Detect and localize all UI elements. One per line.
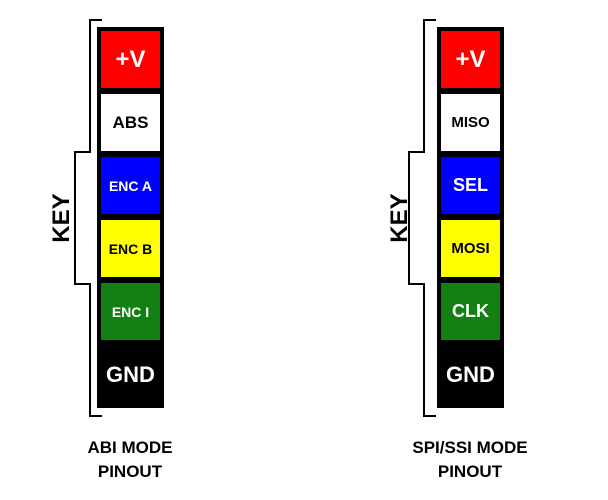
mode-title-spi: SPI/SSI MODE PINOUT: [380, 436, 560, 484]
pin-abi-vplus: +V: [101, 31, 160, 88]
pin-abi-gnd: GND: [101, 346, 160, 403]
mode-title-spi-line2: PINOUT: [437, 462, 503, 481]
connector-strip-spi: +V MISO SEL MOSI CLK GND: [437, 27, 504, 408]
pin-abi-enc-a: ENC A: [101, 157, 160, 214]
pin-abi-enc-i: ENC I: [101, 283, 160, 340]
mode-title-abi-line2: PINOUT: [97, 462, 163, 481]
mode-title-abi: ABI MODE PINOUT: [50, 436, 210, 484]
connector-strip-abi: +V ABS ENC A ENC B ENC I GND: [97, 27, 164, 408]
key-label-spi: KEY: [386, 193, 413, 243]
pin-spi-gnd: GND: [441, 346, 500, 403]
pin-spi-sel: SEL: [441, 157, 500, 214]
key-bracket-spi: [408, 19, 436, 417]
pin-abi-abs: ABS: [101, 94, 160, 151]
pin-abi-enc-b: ENC B: [101, 220, 160, 277]
key-label-abi: KEY: [48, 193, 75, 243]
pin-spi-clk: CLK: [441, 283, 500, 340]
pin-spi-vplus: +V: [441, 31, 500, 88]
mode-title-spi-line1: SPI/SSI MODE: [412, 438, 528, 457]
mode-title-abi-line1: ABI MODE: [87, 438, 173, 457]
key-bracket-abi: [74, 19, 102, 417]
pin-spi-mosi: MOSI: [441, 220, 500, 277]
pin-spi-miso: MISO: [441, 94, 500, 151]
